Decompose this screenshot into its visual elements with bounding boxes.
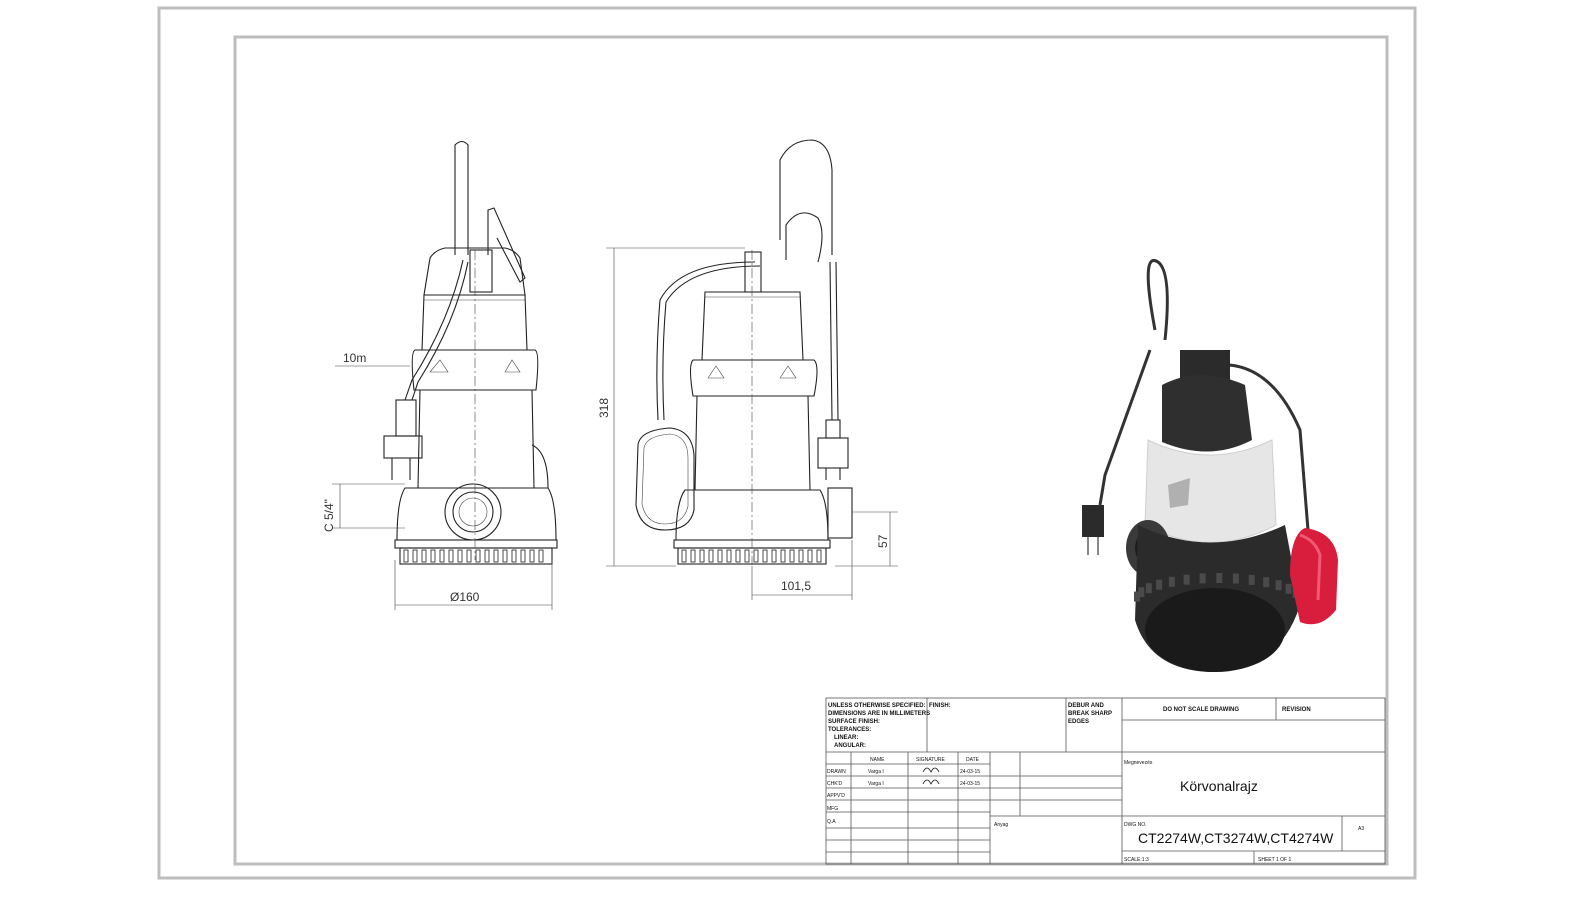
base-rib [735, 549, 741, 563]
spec-line-1: UNLESS OTHERWISE SPECIFIED: [828, 703, 926, 709]
base-rib [475, 549, 481, 563]
base-rib [798, 549, 804, 563]
col-signature: SIGNATURE [916, 757, 945, 763]
base-rib [1145, 583, 1152, 594]
base-rib [771, 549, 777, 563]
deburr-line-3: EDGES [1068, 719, 1089, 725]
row-role: DRAWN [827, 769, 846, 775]
spec-line-3: SURFACE FINISH: [828, 719, 880, 725]
row-role: CHK'D [827, 781, 843, 787]
dwg-no-label: DWG NO. [1124, 822, 1147, 828]
base-rib [1134, 591, 1140, 602]
dim-height: 318 [597, 398, 611, 418]
base-rib [816, 549, 822, 563]
base-rib [681, 549, 687, 563]
base-rib [1216, 573, 1223, 583]
dim-offset: 101,5 [781, 579, 811, 593]
base-rib [457, 549, 463, 563]
front-view: 318 57 101,5 [597, 139, 898, 600]
base-rib [430, 549, 436, 563]
base-rib [538, 549, 544, 563]
base-rib [753, 549, 759, 563]
base-rib [403, 549, 409, 563]
base-rib [1156, 579, 1163, 590]
dim-cable-length: 10m [343, 351, 366, 365]
base-rib [1263, 577, 1270, 588]
base-rib [502, 549, 508, 563]
base-rib [789, 549, 795, 563]
side-view: 10m C 5/4" Ø160 [322, 140, 558, 610]
title-block [825, 697, 1386, 865]
sheet-size: A3 [1358, 826, 1364, 832]
pump-isometric-render [1082, 259, 1338, 672]
revision-label: REVISION [1282, 707, 1311, 713]
base-rib [1248, 574, 1255, 585]
base-rib [1199, 573, 1206, 584]
row-date: 24-03-15 [960, 781, 980, 787]
base-rib [511, 549, 517, 563]
base-rib [1138, 587, 1145, 598]
finish-label: FINISH: [929, 703, 951, 709]
base-rib [1285, 583, 1292, 594]
col-name: NAME [870, 757, 885, 763]
base-rib [780, 549, 786, 563]
deburr-line-2: BREAK SHARP [1068, 711, 1112, 717]
base-rib [717, 549, 723, 563]
base-rib [520, 549, 526, 563]
dim-diameter: Ø160 [450, 590, 480, 604]
spec-line-2: DIMENSIONS ARE IN MILLIMETERS [828, 711, 930, 717]
base-rib [484, 549, 490, 563]
base-rib [807, 549, 813, 563]
inner-frame [233, 35, 1389, 866]
drawing-title: Körvonalrajz [1180, 778, 1258, 794]
base-rib [1183, 574, 1190, 585]
base-rib [744, 549, 750, 563]
dim-base-height: 57 [876, 534, 890, 548]
sheet-number: SHEET 1 OF 1 [1258, 857, 1291, 863]
naming-label: Megnevezés [1124, 760, 1153, 766]
base-rib [726, 549, 732, 563]
base-rib [1168, 576, 1175, 587]
scale-label: SCALE:1:3 [1124, 857, 1149, 863]
base-rib [1232, 573, 1239, 584]
deburr-line-1: DEBUR AND [1068, 703, 1104, 709]
base-rib [421, 549, 427, 563]
dim-connection: C 5/4" [322, 499, 336, 532]
material-label: Anyag [994, 822, 1008, 828]
col-date: DATE [966, 757, 980, 763]
outer-frame [157, 6, 1417, 880]
base-rib [493, 549, 499, 563]
base-rib [466, 549, 472, 563]
base-rib [529, 549, 535, 563]
drawing-number: CT2274W,CT3274W,CT4274W [1138, 830, 1334, 846]
signature-mark [922, 779, 940, 785]
do-not-scale-label: DO NOT SCALE DRAWING [1163, 707, 1239, 713]
base-rib [699, 549, 705, 563]
base-rib [1275, 580, 1282, 591]
row-role: APPV'D [827, 793, 845, 799]
row-name: Varga I [868, 769, 884, 775]
spec-line-4: TOLERANCES: [828, 727, 871, 733]
spec-line-6: ANGULAR: [834, 743, 866, 749]
base-rib [448, 549, 454, 563]
base-rib [690, 549, 696, 563]
base-rib [708, 549, 714, 563]
signature-mark [922, 767, 940, 773]
row-name: Varga I [868, 781, 884, 787]
base-rib [412, 549, 418, 563]
spec-line-5: LINEAR: [834, 735, 858, 741]
row-role: MFG [827, 806, 838, 812]
row-date: 24-03-15 [960, 769, 980, 775]
title-block-text: UNLESS OTHERWISE SPECIFIED: DIMENSIONS A… [827, 703, 1364, 863]
row-role: Q.A [827, 819, 836, 825]
base-rib [439, 549, 445, 563]
base-rib [762, 549, 768, 563]
